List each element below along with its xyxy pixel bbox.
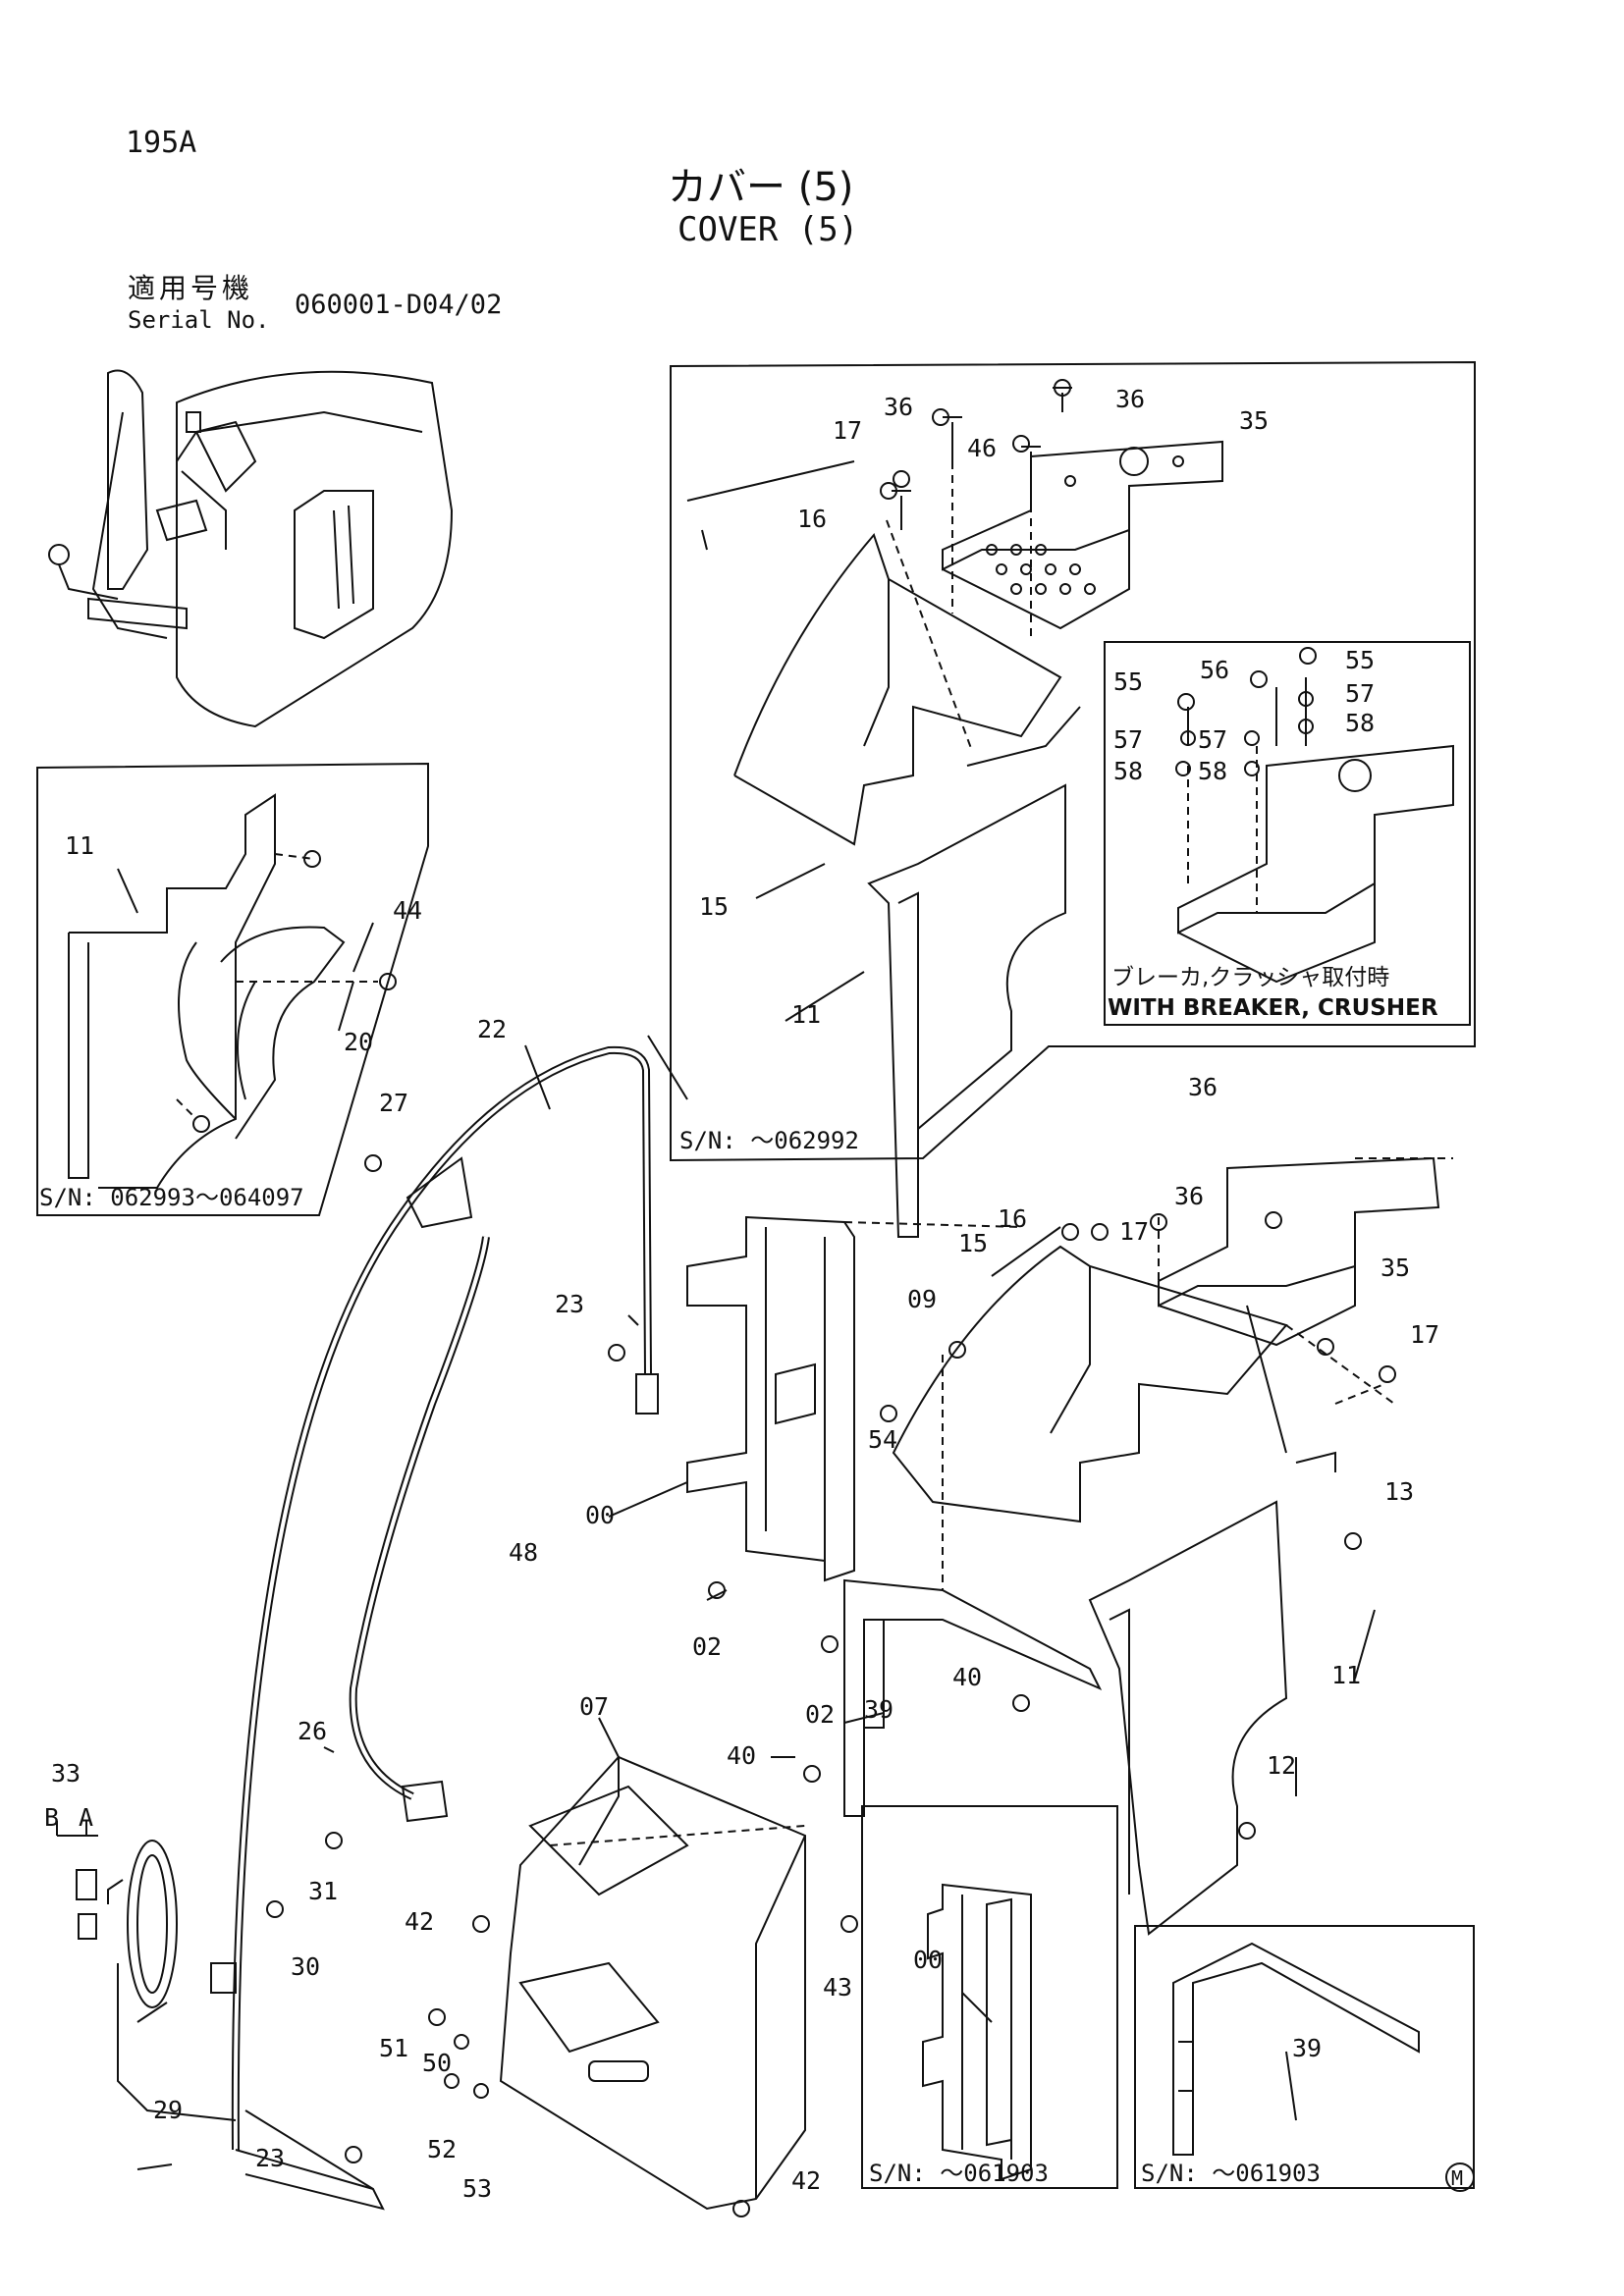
handrail-assembly: [210, 1045, 659, 2211]
serial-label: Serial No.: [128, 306, 270, 334]
callout-00-a: 00: [585, 1501, 615, 1529]
callout-55-a: 55: [1113, 667, 1143, 696]
callout-02-b: 02: [805, 1700, 835, 1729]
callout-13: 13: [1384, 1477, 1414, 1506]
callout-26: 26: [298, 1717, 327, 1745]
callout-09: 09: [907, 1285, 937, 1313]
callout-17-c: 17: [1410, 1320, 1439, 1349]
callout-40-a: 40: [952, 1663, 982, 1691]
inset-top-serial: S/N: ～062992: [679, 1127, 859, 1154]
callout-B: B: [44, 1803, 59, 1832]
callout-56: 56: [1200, 656, 1229, 684]
callout-43: 43: [823, 1973, 852, 2002]
machine-overview-sketch: [48, 369, 454, 728]
callout-57-a: 57: [1113, 725, 1143, 754]
callout-02-a: 02: [692, 1632, 722, 1661]
inset-frame-bottom-middle: [861, 1805, 1118, 2189]
callout-29: 29: [153, 2096, 183, 2124]
callout-44: 44: [393, 896, 422, 925]
callout-17-b: 17: [1119, 1217, 1149, 1246]
callout-labels: 36 36 35 17 46 16 15 11 55 56 55 57 57 5…: [44, 385, 1439, 2203]
callout-A: A: [79, 1803, 93, 1832]
callout-57-b: 57: [1198, 725, 1227, 754]
mirror-assembly: [56, 1821, 374, 2190]
callout-23-b: 23: [255, 2144, 285, 2172]
serial-number: 060001-D04/02: [295, 290, 503, 320]
callout-11-b: 11: [65, 831, 94, 860]
callout-50: 50: [422, 2049, 452, 2077]
callout-11-c: 11: [1331, 1661, 1361, 1689]
callout-40-b: 40: [727, 1741, 756, 1770]
callout-20: 20: [344, 1028, 373, 1056]
callout-31: 31: [308, 1877, 338, 1905]
inset-bottom-middle-serial: S/N: ～061903: [869, 2160, 1049, 2187]
callout-39-b: 39: [1292, 2034, 1322, 2062]
step-cover-07: [499, 1755, 806, 2211]
callout-00-b: 00: [913, 1946, 943, 1974]
callout-36-c: 36: [1174, 1182, 1204, 1210]
callout-27: 27: [379, 1089, 408, 1117]
main-cover-assembly: [843, 1156, 1453, 1936]
callout-58-a: 58: [1113, 757, 1143, 785]
serial-label-japanese: 適用号機: [128, 272, 254, 304]
inset-frame-top: [670, 360, 1476, 1238]
callout-46: 46: [967, 434, 997, 462]
callout-15-a: 15: [699, 892, 729, 921]
callout-53: 53: [462, 2174, 492, 2203]
inset-frame-bottom-right: [1134, 1925, 1475, 2189]
leader-lines: [117, 460, 1376, 2170]
callout-52: 52: [427, 2135, 457, 2163]
callout-57-c: 57: [1345, 679, 1375, 708]
callout-55-b: 55: [1345, 646, 1375, 674]
callout-17-a: 17: [833, 416, 862, 445]
inset-bottom-right-serial: S/N: ～061903: [1141, 2160, 1321, 2187]
callout-35-a: 35: [1239, 406, 1269, 435]
callout-36-d: 36: [1188, 1073, 1218, 1101]
callout-58-c: 58: [1345, 709, 1375, 737]
page-title: COVER (5): [677, 210, 859, 249]
callout-42-b: 42: [791, 2166, 821, 2195]
step-plate-holes: [986, 447, 1184, 595]
callout-36-a: 36: [884, 393, 913, 421]
callout-11-a: 11: [791, 1000, 821, 1029]
inset-left-serial: S/N: 062993～064097: [39, 1184, 304, 1211]
callout-23-a: 23: [555, 1290, 584, 1318]
callout-39-a: 39: [864, 1695, 893, 1724]
breaker-note: WITH BREAKER, CRUSHER: [1108, 995, 1438, 1021]
callout-36-b: 36: [1115, 385, 1145, 413]
callout-42-a: 42: [405, 1907, 434, 1936]
callout-51: 51: [379, 2034, 408, 2062]
callout-30: 30: [291, 1952, 320, 1981]
callout-22: 22: [477, 1015, 507, 1043]
breaker-note-japanese: ブレーカ,クラッシャ取付時: [1111, 965, 1389, 990]
fasteners: [192, 379, 1396, 2217]
callout-54: 54: [868, 1425, 897, 1454]
callout-33: 33: [51, 1759, 81, 1788]
callout-16-a: 16: [797, 505, 827, 533]
page-title-japanese: カバー (5): [668, 165, 854, 210]
callout-48: 48: [509, 1538, 538, 1567]
callout-16-b: 16: [998, 1204, 1027, 1233]
revision-mark-letter: M: [1451, 2166, 1463, 2190]
callout-35-b: 35: [1380, 1254, 1410, 1282]
callout-15-b: 15: [958, 1229, 988, 1257]
inset-frame-left: [36, 762, 429, 1216]
callout-07: 07: [579, 1692, 609, 1721]
callout-12: 12: [1267, 1751, 1296, 1780]
bracket-00: [686, 1215, 1022, 1582]
callout-58-b: 58: [1198, 757, 1227, 785]
revision-mark: M: [1445, 2163, 1475, 2192]
page-code: 195A: [126, 126, 197, 160]
